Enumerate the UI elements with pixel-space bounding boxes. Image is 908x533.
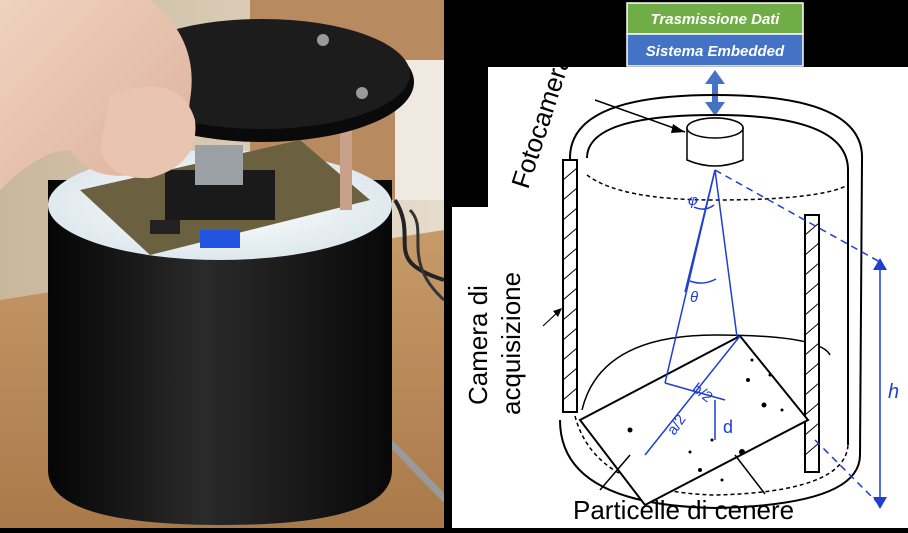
camera-device bbox=[686, 117, 744, 167]
left-wall bbox=[562, 159, 578, 413]
d-label: d bbox=[723, 417, 733, 437]
particles-label: Particelle di cenere bbox=[573, 495, 794, 525]
chamber-label-line2: acquisizione bbox=[496, 272, 526, 415]
optical-geometry bbox=[644, 169, 881, 506]
chamber-schematic: Trasmissione Dati Sistema Embedded bbox=[452, 2, 908, 528]
chamber-label-line1: Camera di bbox=[463, 285, 493, 405]
device-photo-illustration bbox=[0, 0, 448, 528]
device-photo bbox=[0, 0, 448, 528]
data-transmission-box bbox=[626, 2, 804, 35]
embedded-system-box bbox=[626, 33, 804, 67]
theta-label: θ bbox=[690, 289, 698, 306]
double-vertical-arrow-icon bbox=[705, 70, 725, 116]
h-label: h bbox=[888, 381, 899, 403]
data-transmission-label: Trasmissione Dati bbox=[651, 11, 781, 28]
sample-plate bbox=[578, 334, 810, 507]
chamber-diagram: Trasmissione Dati Sistema Embedded bbox=[444, 0, 908, 528]
phi-label: φ bbox=[688, 192, 698, 209]
ash-particles bbox=[627, 358, 784, 482]
embedded-system-label: Sistema Embedded bbox=[646, 43, 785, 60]
